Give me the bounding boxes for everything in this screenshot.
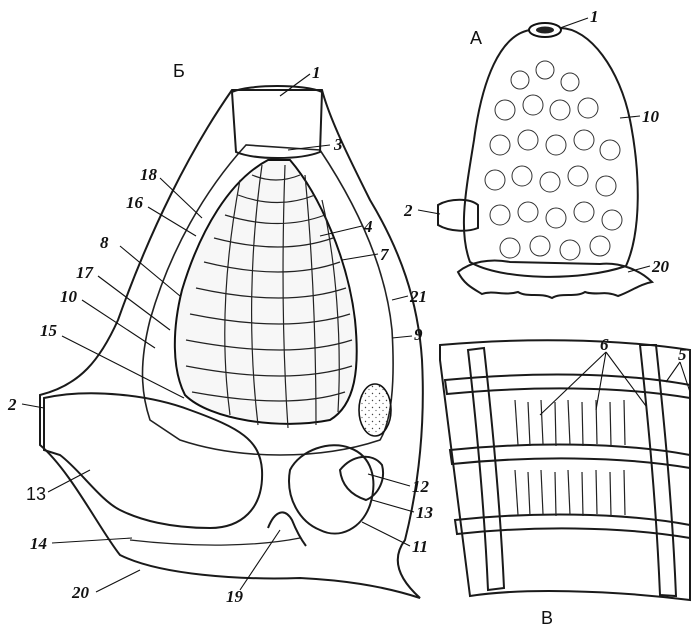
label-b-1: 1 — [312, 63, 321, 82]
label-b-10: 10 — [60, 287, 78, 306]
panel-b-stomach — [289, 445, 373, 533]
label-b-8: 8 — [100, 233, 109, 252]
label-b-19: 19 — [226, 587, 244, 606]
panel-v-longitudinal-bars — [468, 345, 676, 596]
label-b-4: 4 — [363, 217, 373, 236]
label-b-3: 3 — [333, 135, 343, 154]
panel-a-external-view — [438, 23, 652, 298]
label-b-13a: 13 — [26, 484, 46, 504]
panel-b-gonad — [340, 457, 383, 500]
panel-b-heart — [359, 384, 391, 436]
panel-letter-v: В — [541, 608, 553, 628]
label-v-6: 6 — [600, 335, 609, 354]
panel-letter-a: А — [470, 28, 482, 48]
panel-a-siphon-opening — [536, 27, 554, 34]
panel-b-rectum — [268, 512, 306, 546]
label-b-21: 21 — [409, 287, 427, 306]
panel-b-section — [40, 86, 423, 598]
panel-v-wall-detail — [440, 340, 690, 600]
label-a-1: 1 — [590, 7, 599, 26]
label-b-11: 11 — [412, 537, 428, 556]
label-b-12: 12 — [412, 477, 430, 496]
panel-a-tunic-bumps — [485, 61, 622, 260]
panel-v-transverse-vessels — [445, 375, 690, 538]
label-a-2: 2 — [403, 201, 413, 220]
label-b-13b: 13 — [416, 503, 434, 522]
label-b-18: 18 — [140, 165, 158, 184]
panel-a-body — [464, 28, 638, 277]
label-b-16: 16 — [126, 193, 144, 212]
panel-letter-b: Б — [173, 61, 185, 81]
label-b-15: 15 — [40, 321, 58, 340]
label-b-2: 2 — [7, 395, 17, 414]
label-a-20: 20 — [651, 257, 670, 276]
label-b-14: 14 — [30, 534, 47, 553]
label-b-20: 20 — [71, 583, 90, 602]
label-b-17: 17 — [76, 263, 95, 282]
panel-a-atrial-siphon — [438, 200, 478, 231]
label-b-7: 7 — [380, 245, 390, 264]
label-b-9: 9 — [414, 325, 423, 344]
label-a-10: 10 — [642, 107, 660, 126]
label-v-5: 5 — [678, 345, 687, 364]
